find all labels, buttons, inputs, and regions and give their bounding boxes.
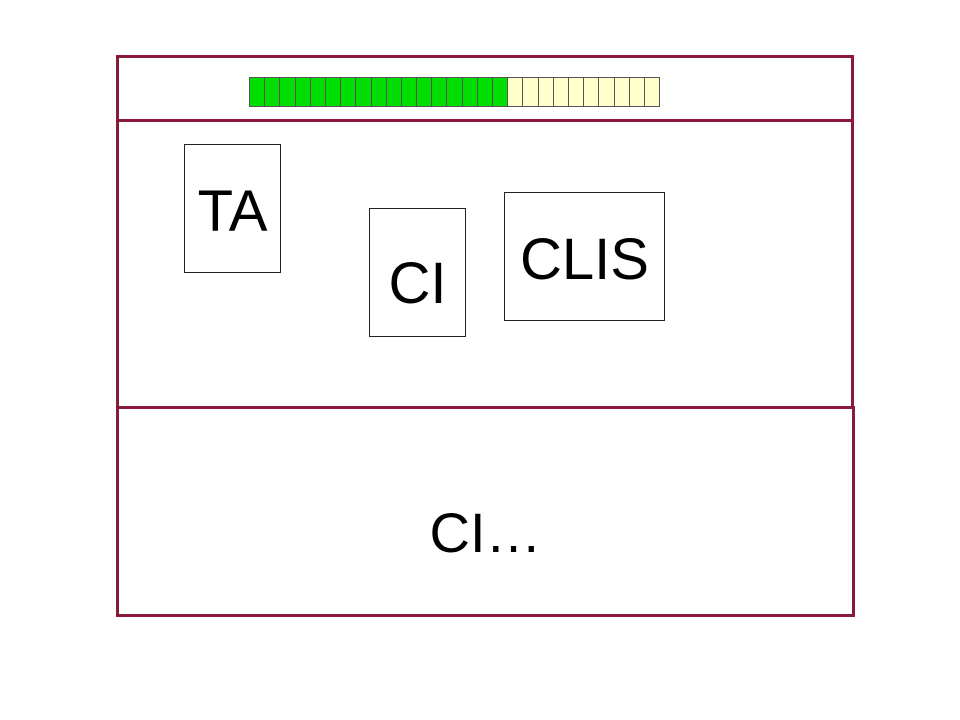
progress-segment-filled <box>416 77 433 107</box>
progress-segment-filled <box>385 77 402 107</box>
card-ta[interactable]: TA <box>184 144 281 273</box>
progress-segment-filled <box>492 77 509 107</box>
progress-segment-filled <box>309 77 326 107</box>
progress-segment-empty <box>628 77 645 107</box>
progress-segment-filled <box>446 77 463 107</box>
card-label: TA <box>197 179 268 244</box>
progress-segment-empty <box>598 77 615 107</box>
progress-segment-filled <box>355 77 372 107</box>
progress-segment-empty <box>552 77 569 107</box>
progress-segment-empty <box>643 77 661 107</box>
card-label: CI <box>388 251 447 316</box>
progress-segment-filled <box>264 77 281 107</box>
progress-segment-filled <box>431 77 448 107</box>
progress-segment-filled <box>400 77 418 107</box>
card-ci[interactable]: CI <box>369 208 466 337</box>
progress-segment-filled <box>249 77 266 107</box>
card-label: CLIS <box>520 227 649 292</box>
progress-segment-empty <box>583 77 600 107</box>
answer-panel <box>116 406 855 617</box>
progress-segment-filled <box>294 77 311 107</box>
progress-segment-filled <box>324 77 342 107</box>
progress-segment-filled <box>340 77 357 107</box>
progress-segment-filled <box>370 77 387 107</box>
progress-segment-empty <box>613 77 630 107</box>
progress-segment-empty <box>567 77 585 107</box>
progress-segment-empty <box>537 77 554 107</box>
progress-bar <box>249 77 661 107</box>
answer-text: CI… <box>429 501 542 564</box>
progress-segment-filled <box>476 77 493 107</box>
progress-segment-filled <box>279 77 296 107</box>
progress-segment-empty <box>507 77 524 107</box>
progress-segment-filled <box>461 77 478 107</box>
card-clis[interactable]: CLIS <box>504 192 665 321</box>
progress-segment-empty <box>522 77 539 107</box>
